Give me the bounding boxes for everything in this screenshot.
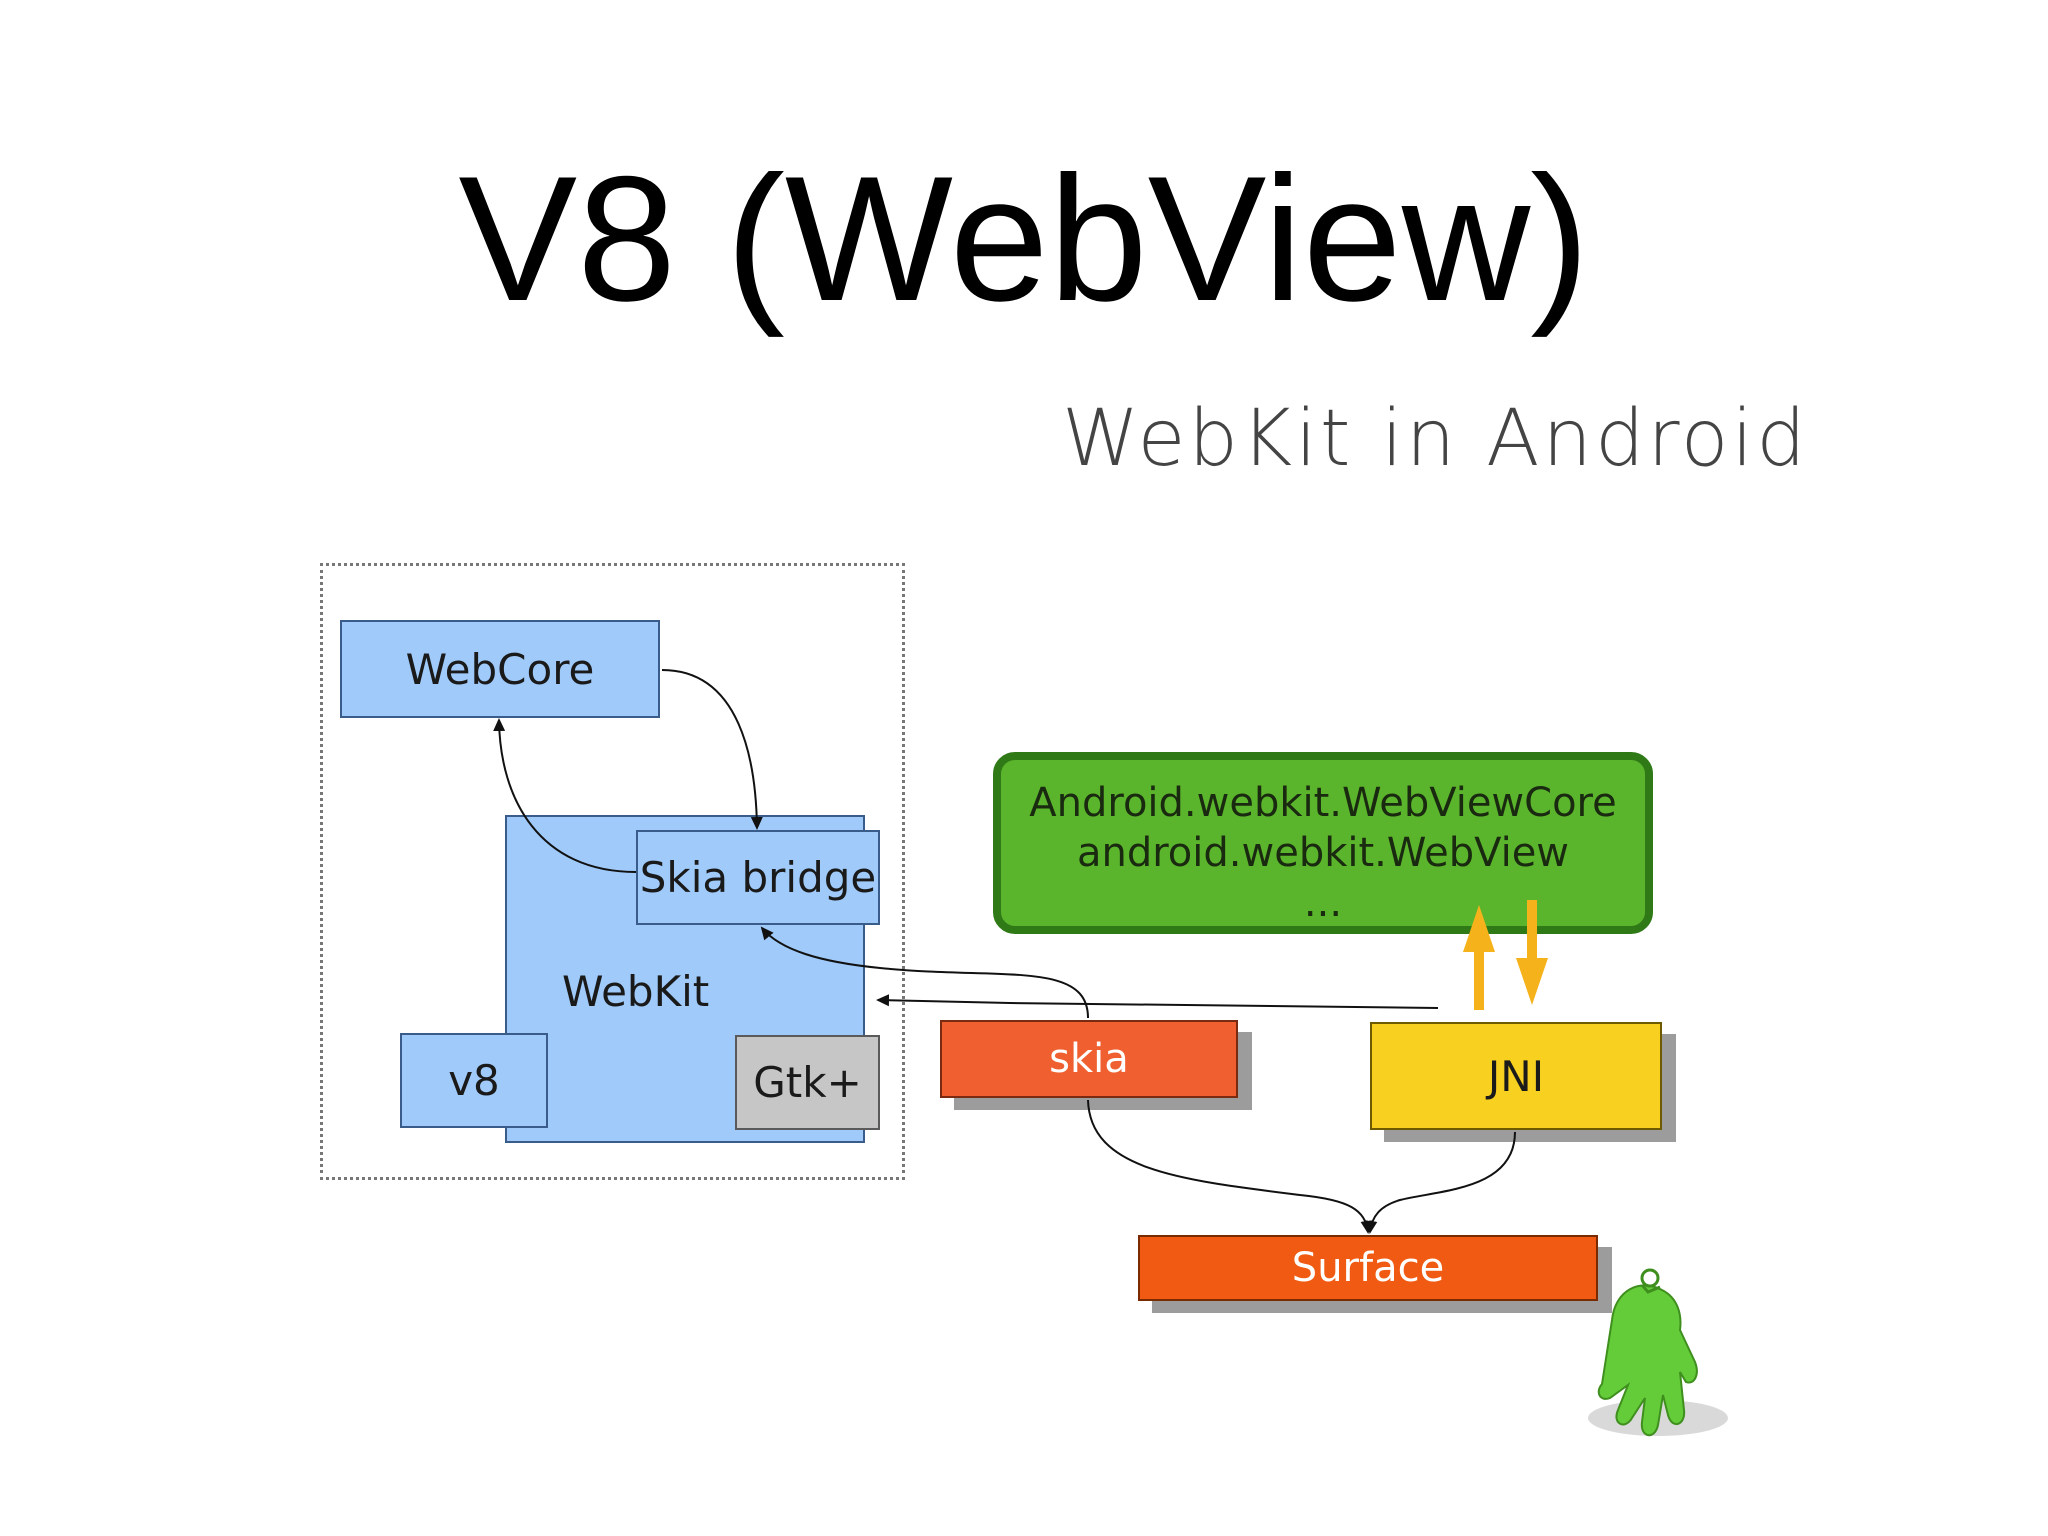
arrow-jni-to-webkit xyxy=(876,994,1439,1009)
jni-box: JNI xyxy=(1370,1022,1662,1130)
android-core-line3: ... xyxy=(1303,880,1343,926)
jni-label: JNI xyxy=(1487,1051,1545,1101)
v8-label: v8 xyxy=(448,1056,500,1105)
surface-box: Surface xyxy=(1138,1235,1598,1301)
webcore-box: WebCore xyxy=(340,620,660,718)
webcore-label: WebCore xyxy=(405,644,595,694)
skia-label: skia xyxy=(1049,1036,1129,1082)
webkit-container xyxy=(320,563,905,1180)
skia-box: skia xyxy=(940,1020,1238,1098)
webkit-label: WebKit xyxy=(562,967,710,1016)
android-core-line2: android.webkit.WebView xyxy=(1076,830,1570,876)
skia-bridge-label: Skia bridge xyxy=(639,853,877,902)
gtk-label: Gtk+ xyxy=(753,1058,862,1107)
arrow-skia-to-surface xyxy=(1087,1099,1373,1234)
slide-title: V8 (WebView) xyxy=(458,139,1590,338)
gtk-box: Gtk+ xyxy=(735,1035,880,1130)
skia-bridge-box: Skia bridge xyxy=(636,830,880,925)
android-core-line1: Android.webkit.WebViewCore xyxy=(1029,780,1617,826)
diagram-subtitle: WebKit in Android xyxy=(1062,394,1809,484)
surface-label: Surface xyxy=(1291,1245,1445,1291)
v8-box: v8 xyxy=(400,1033,548,1128)
android-mascot-icon xyxy=(1588,1268,1728,1437)
arrow-jni-to-surface xyxy=(1365,1131,1516,1234)
android-framework-box: Android.webkit.WebViewCore android.webki… xyxy=(993,752,1653,934)
